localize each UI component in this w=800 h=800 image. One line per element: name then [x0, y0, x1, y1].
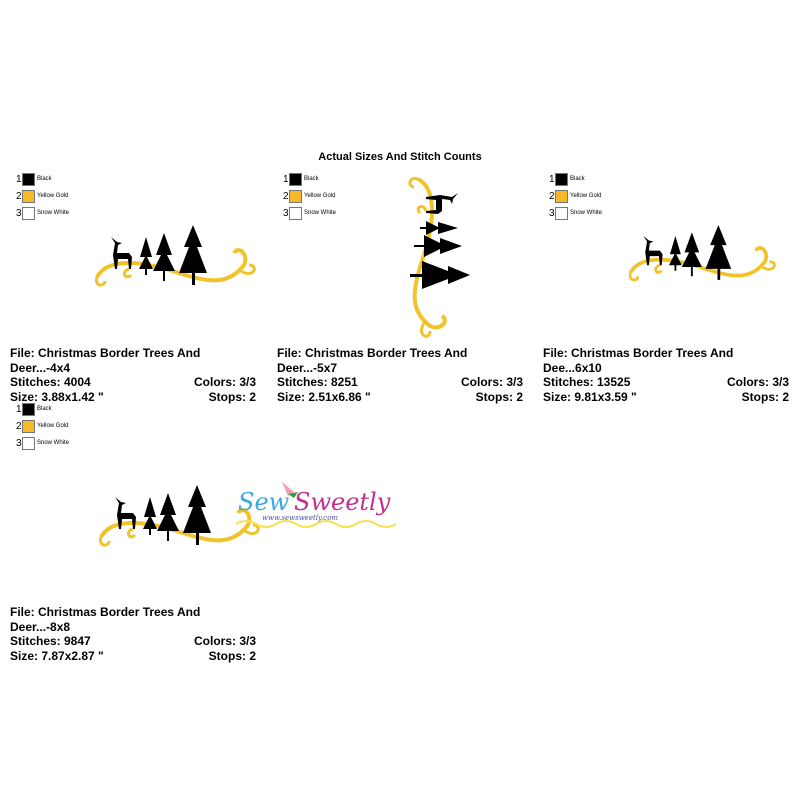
color-name: Yellow Gold — [37, 423, 69, 429]
color-number: 3 — [549, 207, 555, 219]
color-number: 3 — [283, 207, 289, 219]
svg-text:Sew: Sew — [238, 488, 290, 516]
color-number: 1 — [16, 403, 22, 415]
stitch-count: Stitches: 9847 — [10, 634, 91, 648]
design-size: Size: 7.87x2.87 " — [10, 648, 104, 663]
color-name: Snow White — [37, 210, 70, 216]
design-preview-6x10 — [622, 225, 780, 289]
color-swatch — [289, 206, 302, 220]
color-number: 2 — [16, 420, 22, 432]
color-name: Black — [570, 176, 585, 182]
color-swatch — [22, 436, 35, 450]
design-info: File: Christmas Border Trees And Deer...… — [10, 605, 256, 663]
color-legend: 1 Black 2 Yellow Gold 3 Snow White — [283, 172, 336, 223]
color-count: Colors: 3/3 — [726, 375, 789, 389]
color-name: Black — [37, 176, 52, 182]
legend-row: 1 Black — [549, 172, 602, 186]
color-number: 2 — [16, 190, 22, 202]
legend-row: 3 Snow White — [283, 206, 336, 220]
file-name: File: Christmas Border Trees And Deer...… — [10, 346, 201, 375]
color-legend: 1 Black 2 Yellow Gold 3 Snow White — [16, 402, 69, 453]
color-swatch — [289, 172, 302, 186]
color-swatch — [22, 206, 35, 220]
color-name: Snow White — [304, 210, 337, 216]
design-size: Size: 3.88x1.42 " — [10, 389, 104, 404]
color-swatch — [22, 419, 35, 433]
legend-row: 1 Black — [16, 172, 69, 186]
color-name: Snow White — [570, 210, 603, 216]
stop-count: Stops: 2 — [741, 389, 789, 404]
legend-row: 3 Snow White — [549, 206, 602, 220]
color-swatch — [289, 189, 302, 203]
color-number: 1 — [283, 173, 289, 185]
color-number: 3 — [16, 207, 22, 219]
design-size: Size: 2.51x6.86 " — [277, 389, 371, 404]
file-name: File: Christmas Border Trees And Deer...… — [277, 346, 468, 375]
color-number: 2 — [549, 190, 555, 202]
color-swatch — [555, 189, 568, 203]
legend-row: 1 Black — [283, 172, 336, 186]
color-name: Black — [304, 176, 319, 182]
design-preview-5x7 — [370, 170, 500, 342]
color-swatch — [22, 172, 35, 186]
color-number: 1 — [16, 173, 22, 185]
legend-row: 2 Yellow Gold — [16, 189, 69, 203]
file-name: File: Christmas Border Trees And Deer...… — [10, 605, 201, 634]
legend-row: 2 Yellow Gold — [549, 189, 602, 203]
legend-row: 3 Snow White — [16, 436, 69, 450]
color-number: 3 — [16, 437, 22, 449]
color-swatch — [555, 206, 568, 220]
color-swatch — [555, 172, 568, 186]
legend-row: 2 Yellow Gold — [283, 189, 336, 203]
stitch-count: Stitches: 13525 — [543, 375, 631, 389]
color-name: Snow White — [37, 440, 70, 446]
legend-row: 2 Yellow Gold — [16, 419, 69, 433]
design-size: Size: 9.81x3.59 " — [543, 389, 637, 404]
file-name: File: Christmas Border Trees And Dee...6… — [543, 346, 734, 375]
color-count: Colors: 3/3 — [460, 375, 523, 389]
sew-sweetly-logo: Sew Sweetly www.sewsweetly.com — [235, 482, 397, 528]
color-swatch — [22, 402, 35, 416]
stop-count: Stops: 2 — [475, 389, 523, 404]
color-legend: 1 Black 2 Yellow Gold 3 Snow White — [549, 172, 602, 223]
stop-count: Stops: 2 — [208, 648, 256, 663]
color-count: Colors: 3/3 — [193, 375, 256, 389]
design-info: File: Christmas Border Trees And Deer...… — [277, 346, 523, 404]
design-info: File: Christmas Border Trees And Dee...6… — [543, 346, 789, 404]
color-swatch — [22, 189, 35, 203]
legend-row: 3 Snow White — [16, 206, 69, 220]
color-count: Colors: 3/3 — [193, 634, 256, 648]
svg-text:Sweetly: Sweetly — [294, 488, 391, 516]
page-title: Actual Sizes And Stitch Counts — [318, 151, 482, 163]
color-name: Yellow Gold — [570, 193, 602, 199]
color-name: Yellow Gold — [37, 193, 69, 199]
stitch-count: Stitches: 8251 — [277, 375, 358, 389]
color-name: Black — [37, 406, 52, 412]
color-number: 2 — [283, 190, 289, 202]
design-info: File: Christmas Border Trees And Deer...… — [10, 346, 256, 404]
design-preview-4x4 — [88, 225, 260, 295]
color-number: 1 — [549, 173, 555, 185]
legend-row: 1 Black — [16, 402, 69, 416]
stitch-count: Stitches: 4004 — [10, 375, 91, 389]
svg-text:www.sewsweetly.com: www.sewsweetly.com — [262, 514, 338, 522]
color-name: Yellow Gold — [304, 193, 336, 199]
stop-count: Stops: 2 — [208, 389, 256, 404]
color-legend: 1 Black 2 Yellow Gold 3 Snow White — [16, 172, 69, 223]
